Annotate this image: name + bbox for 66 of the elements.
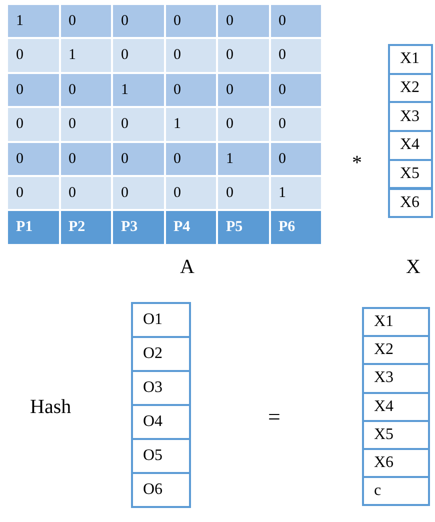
vector-cell: O6 [131,472,191,508]
operator: * [352,151,362,176]
matrix-cell: 1 [164,107,217,142]
column-header: P1 [7,210,60,245]
vector-cell: X6 [362,448,430,478]
matrix-cell: 0 [217,38,270,73]
matrix-cell: 0 [60,107,112,142]
vector-cell: O5 [131,438,191,474]
matrix-cell: 1 [217,142,270,176]
matrix-cell: 0 [164,4,217,38]
matrix-name: X [406,255,420,280]
matrix-cell: 0 [270,38,322,73]
vector-cell: O1 [131,302,191,338]
matrix-cell: 0 [270,107,322,142]
column-header: P2 [60,210,112,245]
matrix-cell: 0 [217,72,270,108]
vector-cell: X1 [362,307,430,338]
vector-cell: X4 [362,392,430,422]
matrix-cell: 1 [60,38,112,73]
matrix-cell: 0 [60,72,112,108]
vector-cell: X1 [388,44,433,75]
matrix-cell: 0 [60,4,112,38]
matrix-cell: 0 [164,142,217,176]
matrix-cell: 0 [112,4,164,38]
matrix-name: A [180,255,194,280]
operator: = [268,403,280,431]
matrix-cell: 0 [217,4,270,38]
vector-cell: O4 [131,404,191,440]
matrix-cell: 0 [60,142,112,176]
matrix-cell: 0 [7,38,60,73]
matrix-cell: 0 [217,107,270,142]
vector-cell: O2 [131,336,191,372]
matrix-cell: 0 [7,142,60,176]
matrix-cell: 0 [112,107,164,142]
column-header: P3 [112,210,164,245]
vector-cell: O3 [131,370,191,406]
function-name: Hash [30,395,72,420]
vector-cell: X5 [362,420,430,450]
column-header: P4 [164,210,217,245]
vector-cell: X6 [388,188,433,218]
vector-cell: X2 [388,72,433,104]
vector-cell: X3 [362,363,430,394]
matrix-cell: 0 [112,176,164,210]
matrix-cell: 1 [270,176,322,210]
vector-cell: c [362,476,430,506]
vector-cell: X5 [388,158,433,190]
matrix-cell: 0 [112,38,164,73]
matrix-cell: 1 [7,4,60,38]
matrix-cell: 0 [112,142,164,176]
column-header: P6 [270,210,322,245]
vector-cell: X3 [388,101,433,132]
matrix-cell: 0 [270,142,322,176]
matrix-cell: 0 [164,176,217,210]
vector-cell: X2 [362,335,430,366]
matrix-cell: 0 [164,72,217,108]
matrix-cell: 0 [7,72,60,108]
matrix-cell: 0 [164,38,217,73]
column-header: P5 [217,210,270,245]
matrix-cell: 0 [270,4,322,38]
matrix-cell: 0 [7,176,60,210]
matrix-cell: 0 [270,72,322,108]
matrix-cell: 0 [60,176,112,210]
matrix-cell: 1 [112,72,164,108]
vector-cell: X4 [388,130,433,161]
matrix-cell: 0 [217,176,270,210]
matrix-cell: 0 [7,107,60,142]
